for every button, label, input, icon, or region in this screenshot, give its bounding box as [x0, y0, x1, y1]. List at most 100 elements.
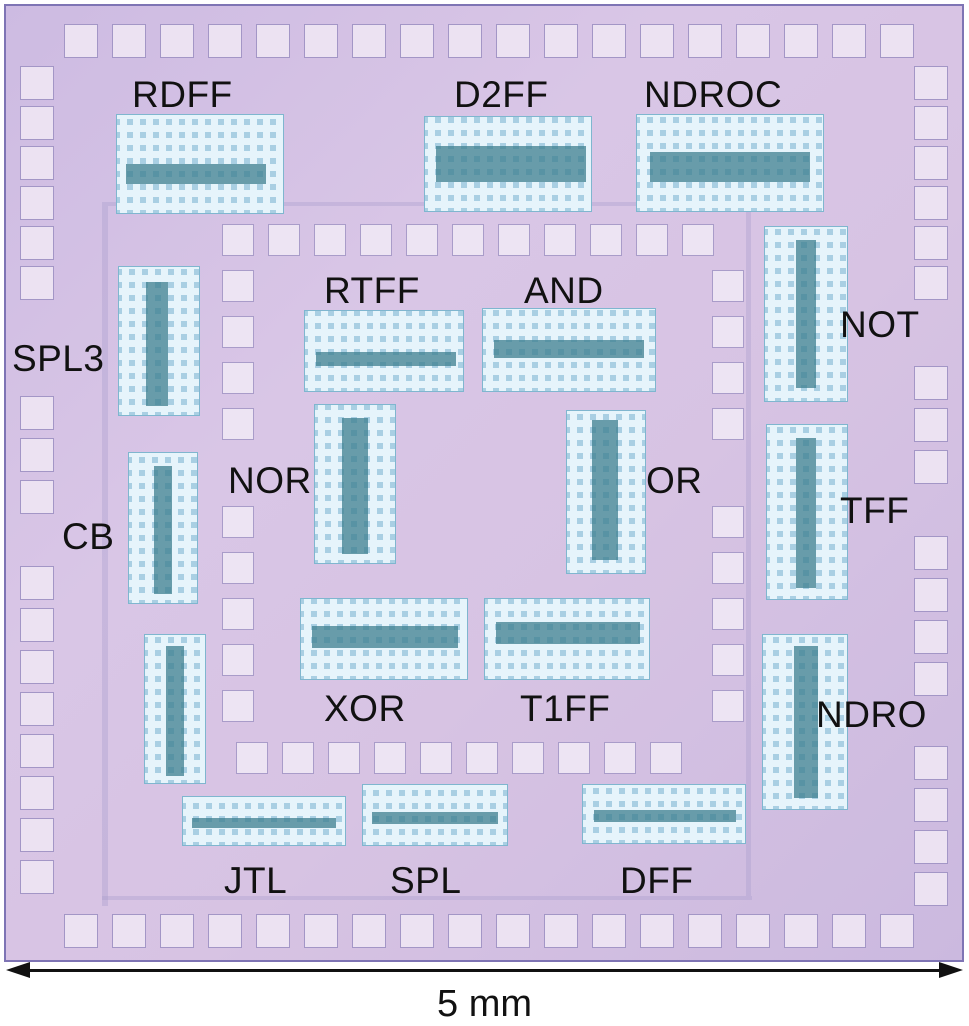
cell-core: [796, 438, 816, 588]
pad: [20, 438, 54, 472]
pad: [914, 146, 948, 180]
pad: [112, 24, 146, 58]
cell-core: [594, 810, 736, 822]
label-ndro: NDRO: [816, 694, 927, 735]
inner-pad: [512, 742, 544, 774]
chip-micrograph: RDFF D2FF NDROC RTFF AND NOT SPL3 NOR OR…: [4, 4, 964, 962]
pad: [112, 914, 146, 948]
inner-pad: [282, 742, 314, 774]
pad: [208, 914, 242, 948]
pad: [400, 24, 434, 58]
cell-grid: [304, 310, 464, 392]
pad: [784, 24, 818, 58]
cell-core: [146, 282, 168, 406]
inner-pad: [222, 506, 254, 538]
pad: [20, 818, 54, 852]
inner-pad: [222, 362, 254, 394]
inner-pad: [222, 644, 254, 676]
pad: [914, 578, 948, 612]
pad: [914, 746, 948, 780]
label-cb: CB: [62, 516, 115, 557]
pad: [20, 186, 54, 220]
cell-core: [166, 646, 184, 776]
cell-core: [796, 240, 816, 388]
pad: [304, 914, 338, 948]
pad: [544, 24, 578, 58]
cell-core: [592, 420, 618, 560]
pad: [914, 186, 948, 220]
label-tff: TFF: [840, 490, 910, 531]
inner-pad: [236, 742, 268, 774]
pad: [880, 24, 914, 58]
cell-core: [192, 818, 336, 828]
inner-pad: [712, 408, 744, 440]
pad: [20, 146, 54, 180]
pad: [914, 536, 948, 570]
pad: [448, 914, 482, 948]
pad: [352, 914, 386, 948]
inner-pad: [222, 408, 254, 440]
pad: [256, 914, 290, 948]
pad: [914, 266, 948, 300]
label-and: AND: [524, 270, 604, 311]
pad: [914, 662, 948, 696]
pad: [448, 24, 482, 58]
inner-pad: [268, 224, 300, 256]
pad: [914, 450, 948, 484]
cell-core: [154, 466, 172, 594]
label-spl3: SPL3: [12, 338, 105, 379]
pad: [880, 914, 914, 948]
pad: [688, 914, 722, 948]
pad: [832, 24, 866, 58]
inner-pad: [558, 742, 590, 774]
pad: [914, 788, 948, 822]
inner-pad: [360, 224, 392, 256]
pad: [914, 830, 948, 864]
pad: [20, 266, 54, 300]
pad: [784, 914, 818, 948]
label-rtff: RTFF: [324, 270, 420, 311]
pad: [20, 396, 54, 430]
pad: [208, 24, 242, 58]
inner-pad: [650, 742, 682, 774]
label-d2ff: D2FF: [454, 74, 549, 115]
label-jtl: JTL: [224, 860, 288, 901]
inner-pad: [712, 644, 744, 676]
cell-core: [494, 340, 644, 358]
inner-pad: [420, 742, 452, 774]
pad: [640, 24, 674, 58]
routing-wire: [102, 896, 752, 900]
cell-core: [126, 164, 266, 184]
inner-pad: [682, 224, 714, 256]
scale-bar-label: 5 mm: [437, 983, 532, 1025]
label-nor: NOR: [228, 460, 312, 501]
pad: [832, 914, 866, 948]
pad: [736, 914, 770, 948]
pad: [914, 408, 948, 442]
inner-pad: [604, 742, 636, 774]
pad: [688, 24, 722, 58]
cell-core: [342, 418, 368, 554]
pad: [20, 106, 54, 140]
inner-pad: [222, 270, 254, 302]
inner-pad: [636, 224, 668, 256]
pad: [400, 914, 434, 948]
pad: [160, 24, 194, 58]
inner-pad: [712, 506, 744, 538]
pad: [20, 480, 54, 514]
pad: [352, 24, 386, 58]
pad: [20, 860, 54, 894]
pad: [544, 914, 578, 948]
routing-wire: [102, 206, 108, 906]
inner-pad: [712, 270, 744, 302]
label-spl: SPL: [390, 860, 462, 901]
pad: [736, 24, 770, 58]
inner-pad: [328, 742, 360, 774]
inner-pad: [222, 224, 254, 256]
pad: [914, 872, 948, 906]
inner-pad: [222, 690, 254, 722]
arrow-right-icon: [939, 962, 963, 978]
pad: [20, 692, 54, 726]
pad: [496, 24, 530, 58]
pad: [20, 226, 54, 260]
